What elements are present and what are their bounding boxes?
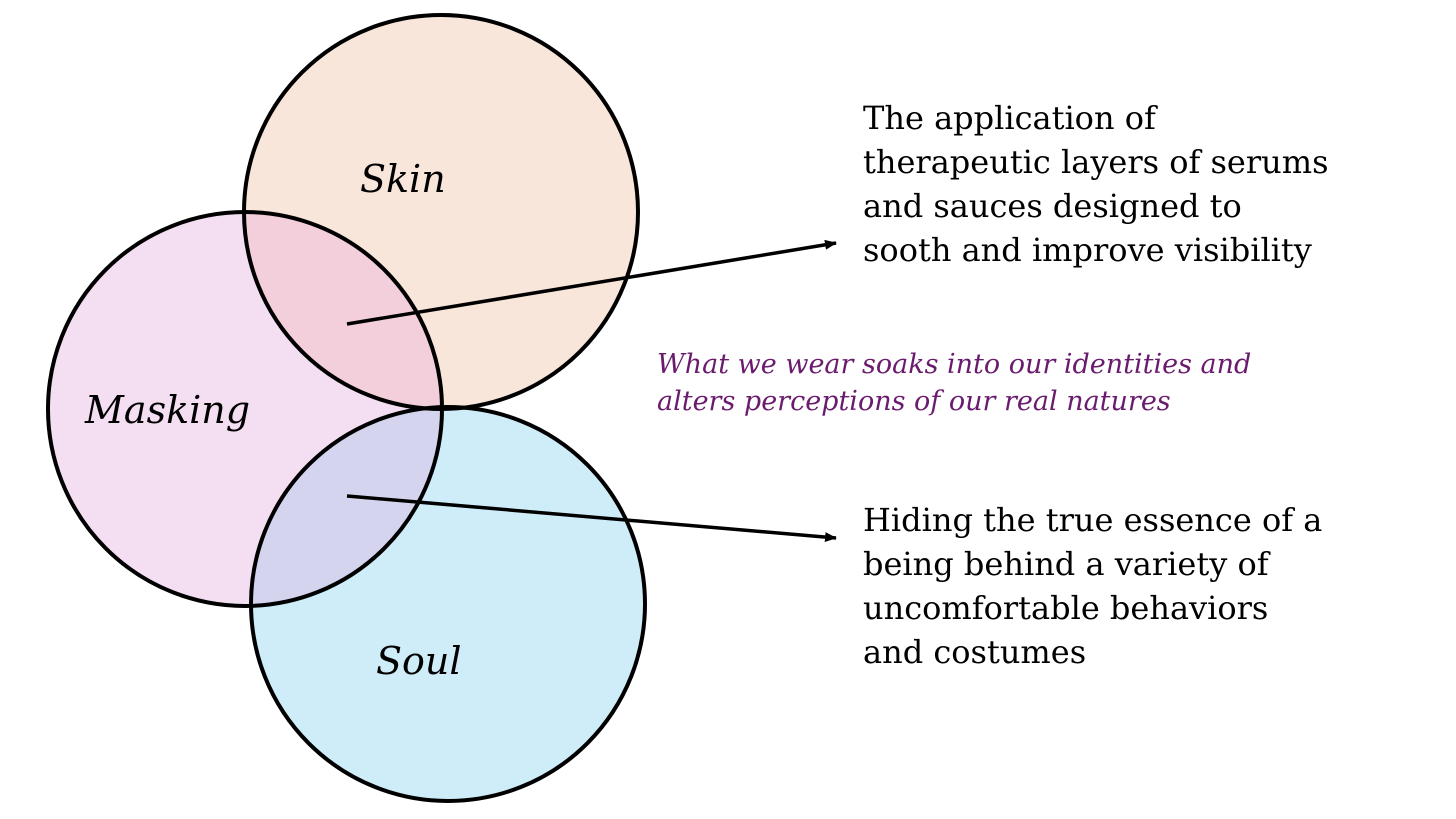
soul-label: Soul [376,639,462,683]
soul-masking-description: Hiding the true essence of a being behin… [863,498,1322,674]
skin-masking-description: The application of therapeutic layers of… [863,96,1329,272]
soul-masking-arrow [346,494,837,543]
skin-masking-arrow [346,239,837,326]
quote-line: What we wear soaks into our identities a… [657,349,1252,380]
description-line: Hiding the true essence of a [863,501,1323,539]
description-line: The application of [863,99,1156,137]
soul-masking-overlap [251,407,442,606]
description-line: uncomfortable behaviors [863,589,1269,627]
skin-masking-overlap [244,212,442,409]
description-line: and sauces designed to [863,187,1242,225]
skin-label: Skin [360,157,446,201]
description-line: therapeutic layers of serums [863,143,1329,181]
quote-line: alters perceptions of our real natures [657,386,1171,417]
description-line: being behind a variety of [863,545,1269,583]
masking-label: Masking [84,388,250,432]
quote-text: What we wear soaks into our identities a… [657,346,1251,420]
description-line: and costumes [863,633,1087,671]
description-line: sooth and improve visibility [863,231,1312,269]
masking-circle-outline [46,210,444,608]
